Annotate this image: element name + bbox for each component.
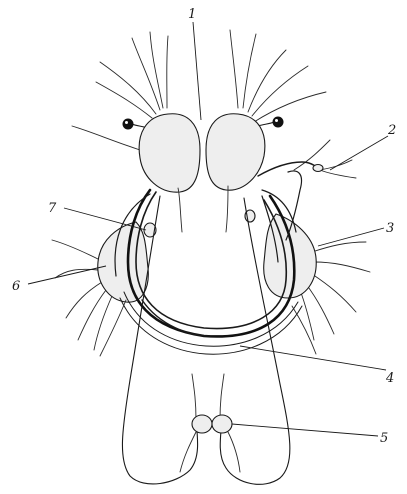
- osphradial-nerve: [258, 160, 356, 178]
- label-2: 2: [387, 123, 396, 138]
- abdominal-ganglia: [180, 374, 240, 472]
- anterior-nerves: [96, 30, 326, 122]
- eye-right: [258, 117, 284, 128]
- label-5: 5: [380, 431, 388, 446]
- label-3: 3: [386, 221, 394, 236]
- label-4: 4: [385, 371, 394, 386]
- label-7: 7: [48, 201, 57, 216]
- labels: 1 2 3 4 5 6 7: [12, 7, 396, 446]
- label-6: 6: [12, 279, 20, 294]
- statocyst-ganglion: [144, 210, 255, 237]
- leader-lines: [28, 22, 388, 436]
- label-1: 1: [188, 7, 196, 22]
